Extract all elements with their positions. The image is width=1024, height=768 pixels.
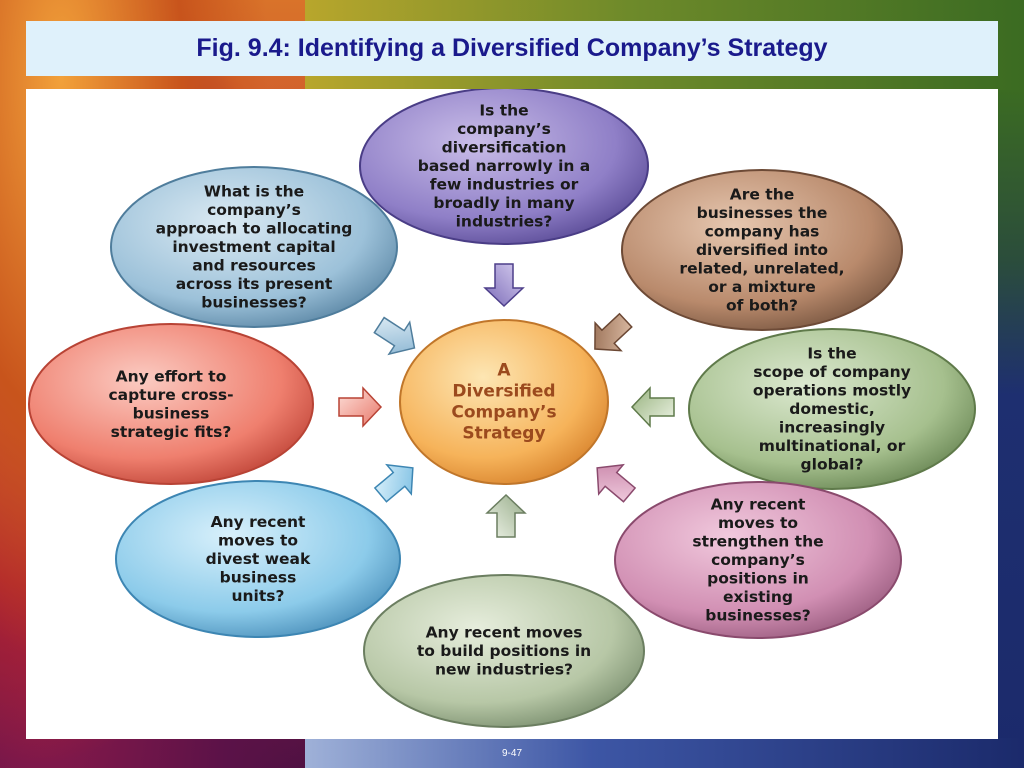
arrow-top	[483, 263, 525, 308]
node-text-line: multinational, or	[759, 437, 906, 455]
node-text-line: Is the	[479, 102, 528, 120]
node-text-line: company’s	[711, 551, 805, 569]
node-text-line: Any recent	[211, 513, 306, 531]
node-text-line: investment capital	[172, 238, 335, 256]
node-text-line: company has	[705, 223, 820, 241]
arrow-lower-right	[596, 463, 637, 503]
background-bottom-band	[305, 738, 1024, 768]
node-text-line: Strategy	[462, 424, 545, 444]
arrow-upper-left	[373, 316, 416, 356]
node-text-line: What is the	[204, 183, 304, 201]
title-bar: Fig. 9.4: Identifying a Diversified Comp…	[26, 21, 998, 76]
node-text-line: of both?	[726, 297, 798, 315]
node-text-line: across its present	[176, 275, 333, 293]
node-text-line: Is the	[807, 345, 856, 363]
node-text-line: approach to allocating	[156, 220, 353, 238]
arrows	[338, 263, 675, 538]
slide-title: Fig. 9.4: Identifying a Diversified Comp…	[196, 34, 828, 62]
page-number: 9-47	[501, 748, 522, 759]
arrow-bottom	[485, 493, 527, 538]
node-text-line: company’s	[207, 201, 301, 219]
node-text-line: or a mixture	[708, 278, 816, 296]
node-text-line: Company’s	[451, 403, 556, 423]
node-text-line: strategic fits?	[111, 423, 232, 441]
node-text-line: capture cross-	[108, 386, 233, 404]
node-text-line: operations mostly	[753, 382, 911, 400]
node-text-line: broadly in many	[433, 194, 574, 212]
arrow-lower-left	[373, 463, 414, 503]
node-text-line: based narrowly in a	[418, 157, 591, 175]
node-text-line: businesses?	[705, 607, 810, 625]
arrow-right	[630, 386, 675, 428]
node-text-line: moves to	[218, 532, 298, 550]
node-text-line: Any effort to	[116, 367, 227, 385]
node-text-line: company’s	[457, 120, 551, 138]
node-text-line: businesses?	[201, 294, 306, 312]
node-text-line: new industries?	[435, 661, 573, 679]
node-text-line: business	[133, 404, 210, 422]
node-text-line: scope of company	[753, 363, 911, 381]
node-text-line: A	[497, 361, 511, 381]
node-text-line: to build positions in	[417, 642, 591, 660]
node-text-line: positions in	[707, 570, 809, 588]
arrow-left	[338, 386, 383, 428]
node-text-line: units?	[231, 587, 284, 605]
node-text-line: strengthen the	[692, 533, 823, 551]
node-text-line: existing	[723, 588, 793, 606]
node-text-line: divest weak	[206, 550, 311, 568]
node-text-line: businesses the	[697, 204, 828, 222]
node-text-line: global?	[801, 456, 864, 474]
node-text-line: and resources	[192, 257, 316, 275]
node-text-line: related, unrelated,	[679, 260, 844, 278]
node-text-line: diversified into	[696, 241, 828, 259]
node-text-line: Any recent moves	[426, 624, 583, 642]
node-text-line: domestic,	[789, 400, 874, 418]
node-text-line: Diversified	[452, 382, 555, 402]
node-text-line: increasingly	[779, 419, 885, 437]
node-text-line: diversification	[442, 139, 567, 157]
node-text-line: business	[220, 569, 297, 587]
node-text-line: industries?	[456, 213, 553, 231]
node-text-line: Any recent	[711, 496, 806, 514]
node-text-line: Are the	[730, 186, 795, 204]
node-text-line: moves to	[718, 514, 798, 532]
arrow-upper-right	[594, 312, 633, 352]
node-text-line: few industries or	[430, 176, 579, 194]
